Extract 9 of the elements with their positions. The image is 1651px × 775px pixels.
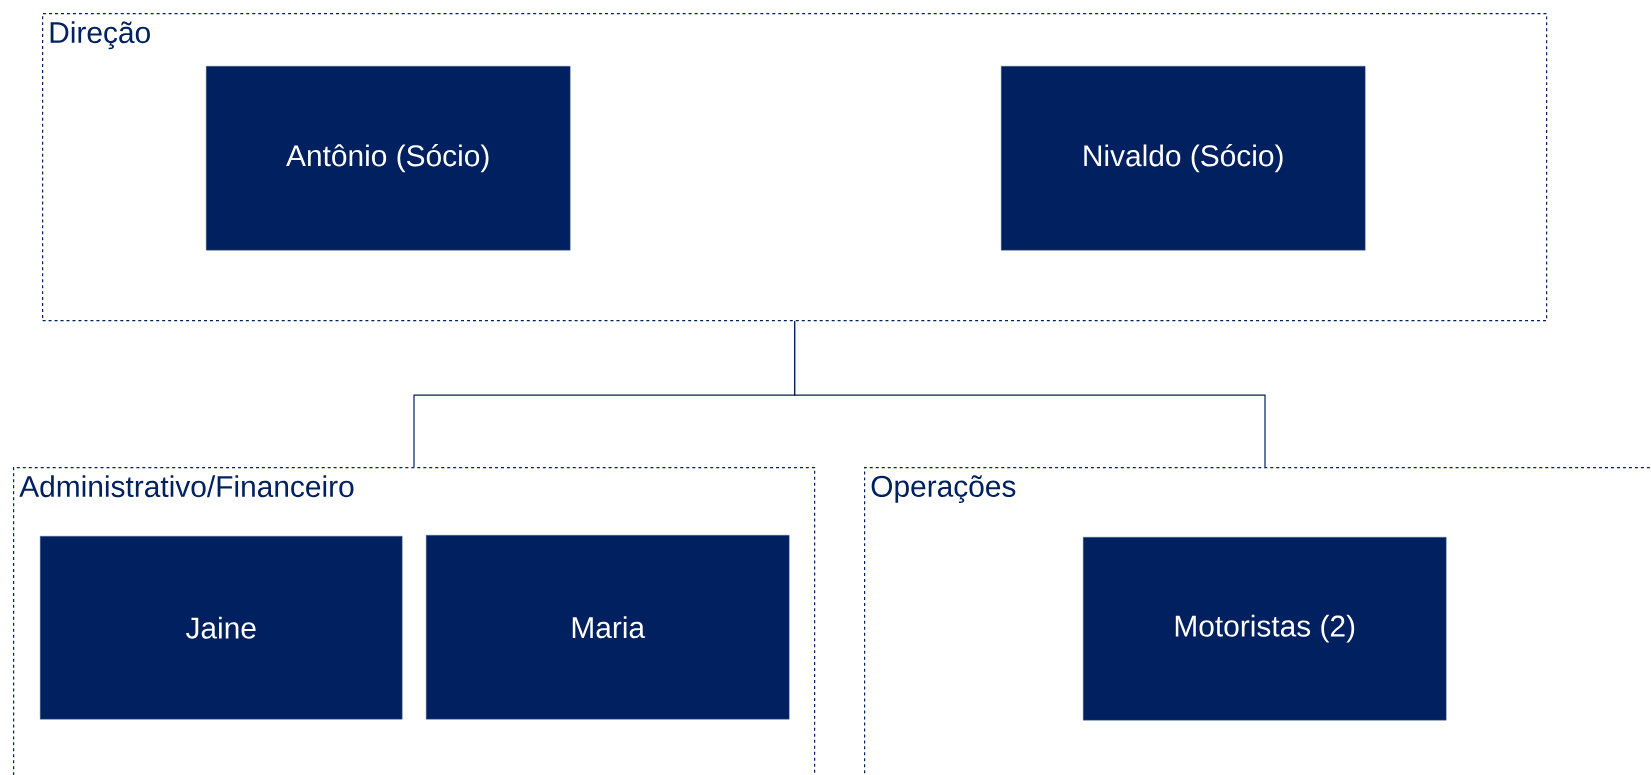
person-box: Motoristas (2) xyxy=(1083,537,1447,721)
group-title: Operações xyxy=(871,475,1016,503)
person-box: Jaine xyxy=(40,536,403,720)
connector-line xyxy=(794,320,1266,468)
person-box: Antônio (Sócio) xyxy=(206,66,571,251)
group-title: Direção xyxy=(50,21,150,50)
person-box: Maria xyxy=(426,535,790,720)
person-box: Nivaldo (Sócio) xyxy=(1001,66,1366,251)
group-title: Administrativo/Financeiro xyxy=(19,475,354,498)
